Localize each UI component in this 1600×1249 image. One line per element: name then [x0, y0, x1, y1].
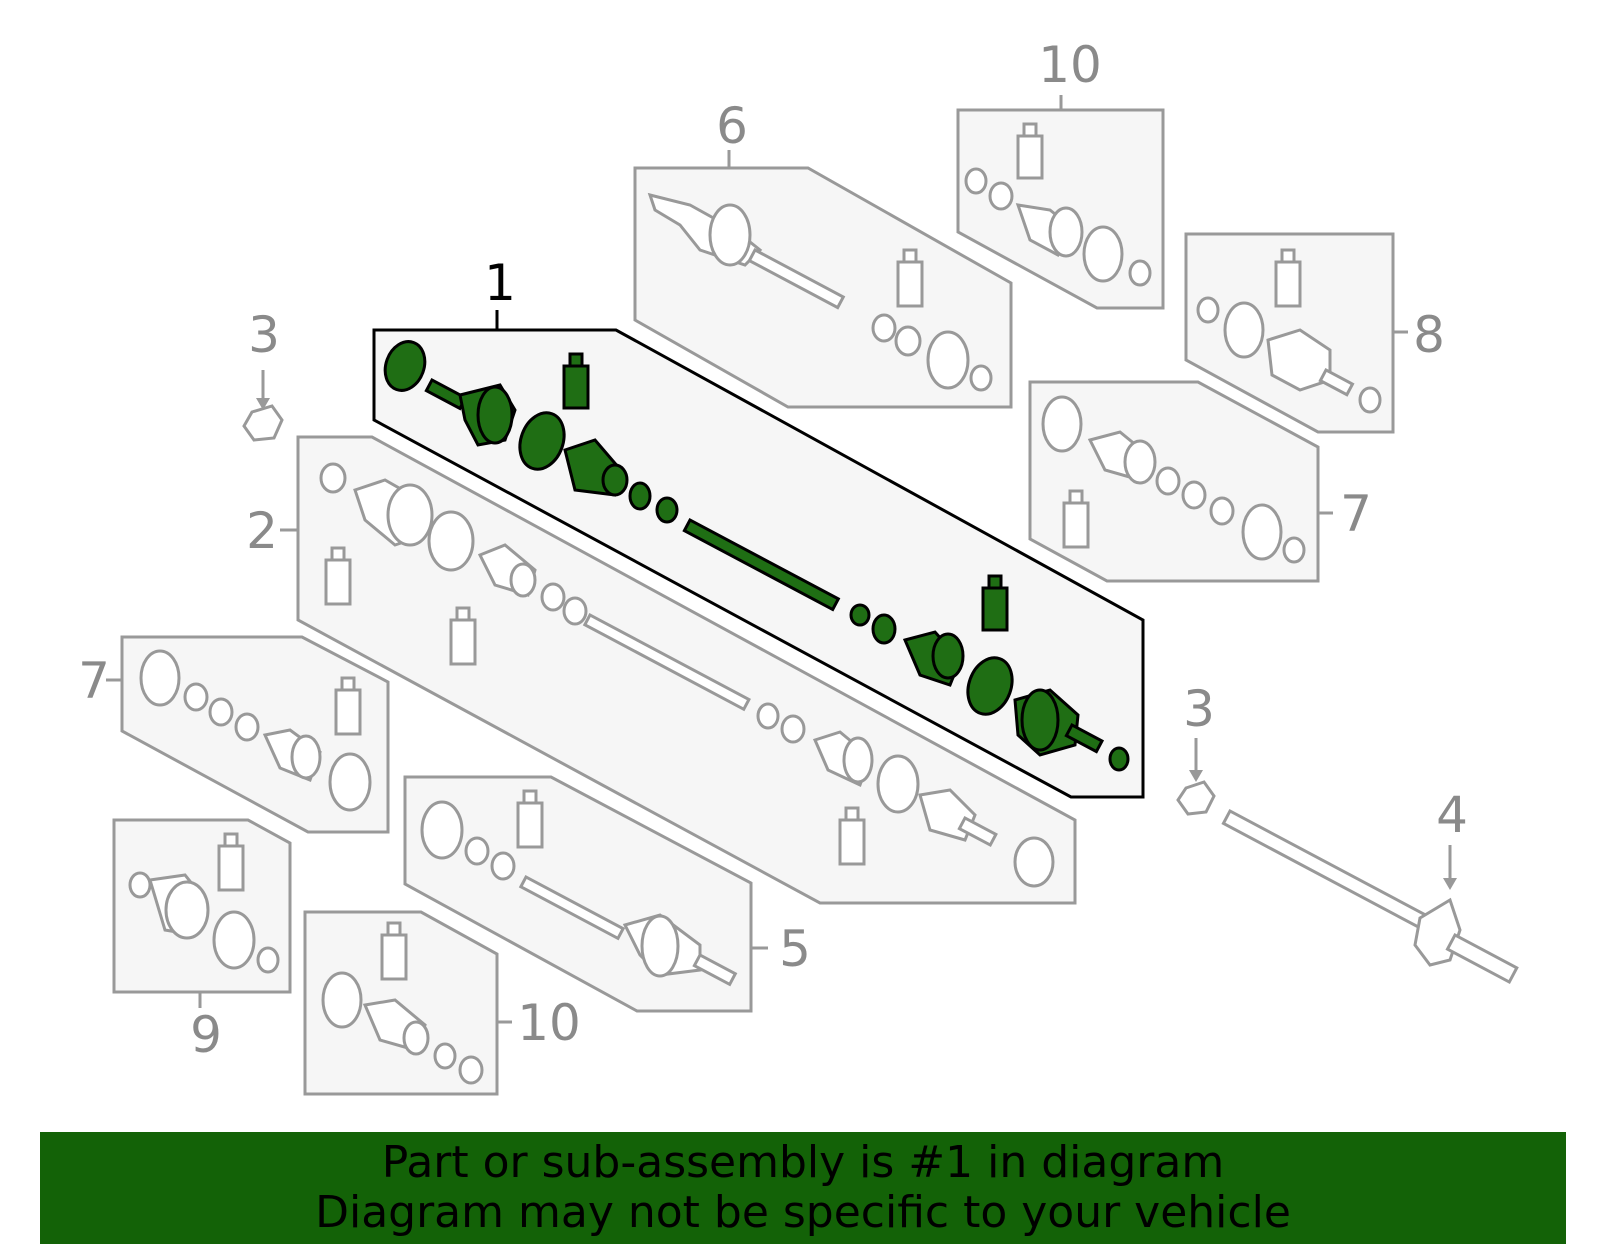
callout-9: 9: [190, 1006, 222, 1064]
part-panel-10-bottom[interactable]: [303, 910, 499, 1096]
banner-line-part-number: Part or sub-assembly is #1 in diagram: [381, 1137, 1225, 1188]
part-panel-9[interactable]: [112, 818, 292, 994]
callout-3-left: 3: [248, 306, 280, 364]
part-panel-2[interactable]: [296, 435, 1077, 905]
banner-line-disclaimer: Diagram may not be specific to your vehi…: [315, 1187, 1291, 1238]
callout-3-right: 3: [1183, 680, 1215, 738]
info-banner: Part or sub-assembly is #1 in diagram Di…: [40, 1132, 1566, 1244]
callout-7-left: 7: [78, 652, 110, 710]
callout-2: 2: [246, 502, 278, 560]
part-panel-10-top[interactable]: [956, 108, 1165, 310]
callout-10-top: 10: [1038, 36, 1102, 94]
callout-8: 8: [1413, 306, 1445, 364]
axle-assembly-1-highlighted[interactable]: [372, 310, 1145, 799]
callout-6: 6: [716, 97, 748, 155]
hex-nut-3-right[interactable]: [1176, 738, 1216, 816]
callout-4: 4: [1436, 786, 1468, 844]
part-panel-6[interactable]: [633, 166, 1013, 409]
intermediate-shaft-4[interactable]: [1221, 808, 1519, 985]
part-panel-7-left[interactable]: [120, 635, 390, 834]
callout-leader-lines: [106, 95, 1408, 1024]
hex-nut-3-left[interactable]: [242, 370, 284, 442]
callout-1: 1: [484, 254, 516, 312]
callout-7-right: 7: [1340, 485, 1372, 543]
callout-10-bottom: 10: [517, 994, 581, 1052]
part-panel-7-right[interactable]: [1028, 380, 1320, 583]
part-panel-8[interactable]: [1184, 232, 1395, 434]
callout-5: 5: [779, 920, 811, 978]
part-panel-5[interactable]: [403, 775, 753, 1013]
